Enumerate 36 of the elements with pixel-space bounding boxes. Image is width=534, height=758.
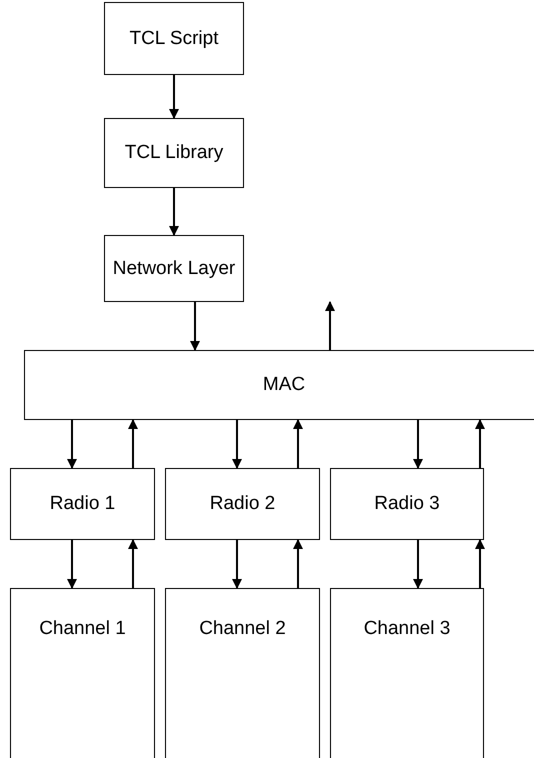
box-label: Network Layer	[112, 256, 236, 280]
process-box	[24, 350, 534, 420]
box-label: TCL Script	[129, 26, 219, 50]
box-label: TCL Library	[124, 141, 224, 165]
process-box	[104, 118, 244, 188]
arrow	[190, 302, 200, 351]
process-box	[330, 588, 484, 758]
arrow	[232, 540, 242, 589]
process-box	[104, 2, 244, 75]
process-box	[165, 468, 320, 540]
arrow	[67, 420, 77, 469]
arrow	[325, 301, 335, 350]
process-box	[10, 588, 155, 758]
arrow	[232, 420, 242, 469]
arrow	[293, 419, 303, 468]
process-box	[10, 468, 155, 540]
arrow	[413, 540, 423, 589]
box-label: Channel 2	[199, 617, 286, 641]
process-box	[165, 588, 320, 758]
arrow	[67, 540, 77, 589]
arrow	[128, 539, 138, 588]
box-label: MAC	[262, 373, 306, 397]
arrow	[475, 419, 485, 468]
arrow	[293, 539, 303, 588]
arrow	[413, 420, 423, 469]
box-label: Channel 1	[39, 617, 126, 641]
box-label: Channel 3	[364, 617, 450, 641]
box-label: Radio 1	[50, 492, 116, 516]
box-label: Radio 2	[210, 492, 276, 516]
arrow	[475, 539, 485, 588]
arrow	[128, 419, 138, 468]
arrow	[169, 188, 179, 236]
arrow	[169, 75, 179, 119]
process-box	[330, 468, 484, 540]
box-label: Radio 3	[374, 492, 440, 516]
process-box	[104, 235, 244, 302]
